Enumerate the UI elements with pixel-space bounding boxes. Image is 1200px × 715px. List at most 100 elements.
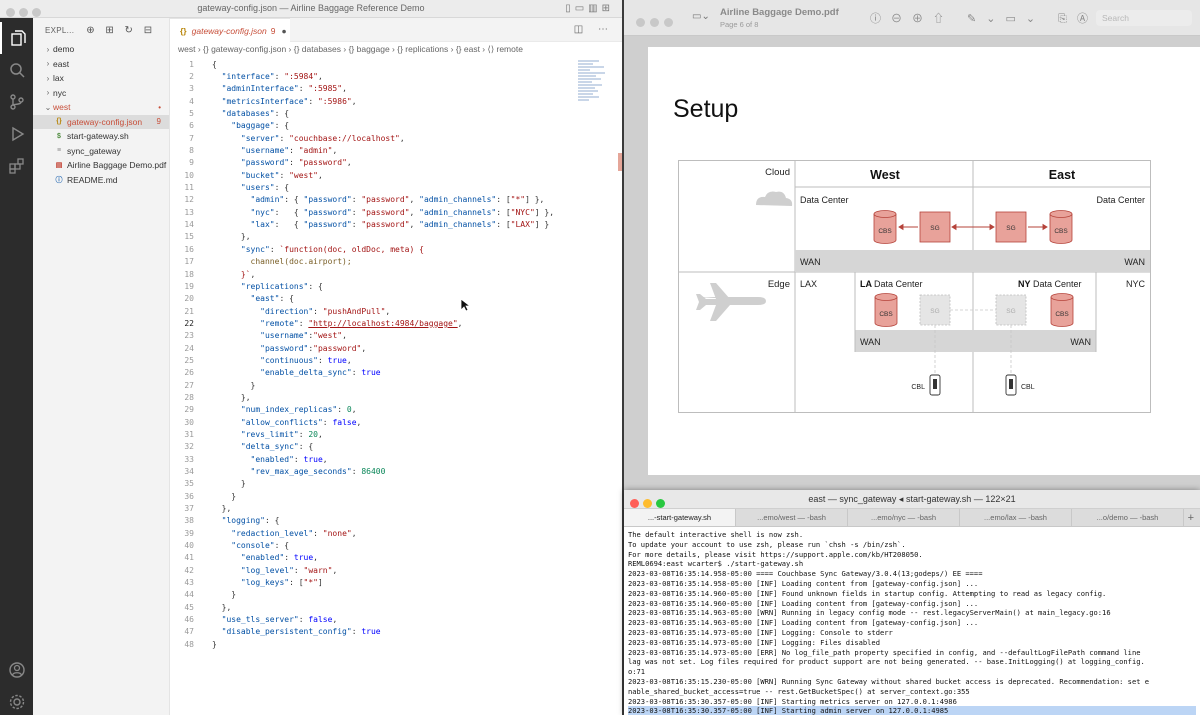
code-line[interactable]: 18 }`, (170, 268, 622, 280)
terminal-output[interactable]: The default interactive shell is now zsh… (624, 527, 1200, 715)
tree-item-demo[interactable]: ›demo (33, 42, 169, 57)
preview-window-controls[interactable] (636, 14, 678, 32)
tree-item-lax[interactable]: ›lax (33, 71, 169, 86)
code-line[interactable]: 48} (170, 638, 622, 650)
preview-tool-icons[interactable]: ⓘ⊖⊕⇧ ✎⌄▭⌄ ⎘Ⓐ (870, 13, 1098, 25)
code-line[interactable]: 12 "admin": { "password": "password", "a… (170, 194, 622, 206)
minimize-light[interactable] (650, 18, 659, 27)
terminal-tab[interactable]: ...emo/nyc — -bash (848, 509, 960, 526)
code-line[interactable]: 10 "bucket": "west", (170, 169, 622, 181)
extensions-icon[interactable] (0, 150, 33, 182)
line-number: 27 (184, 380, 194, 390)
sidebar-toggle-icon[interactable]: ▭⌄ (692, 11, 710, 22)
code-text: "interface": ":5984", (212, 72, 323, 81)
code-line[interactable]: 42 "log_level": "warn", (170, 564, 622, 576)
code-line[interactable]: 17 channel(doc.airport); (170, 256, 622, 268)
code-line[interactable]: 15 }, (170, 231, 622, 243)
source-control-icon[interactable] (0, 86, 33, 118)
layout-toggle-icons[interactable]: ▯▭▥⊞ (565, 3, 614, 14)
tree-item-start-gateway-sh[interactable]: $start-gateway.sh (33, 129, 169, 144)
scrollbar-error-marker[interactable] (618, 153, 622, 171)
editor-actions[interactable]: ◫ ⋯ (573, 24, 614, 35)
close-light[interactable] (6, 8, 15, 17)
terminal-tab[interactable]: ...-start-gateway.sh (624, 509, 736, 526)
tree-item-airline-baggage-demo-pdf[interactable]: ▤Airline Baggage Demo.pdf (33, 158, 169, 173)
zoom-light[interactable] (664, 18, 673, 27)
code-line[interactable]: 26 "enable_delta_sync": true (170, 367, 622, 379)
code-line[interactable]: 36 } (170, 490, 622, 502)
tree-item-east[interactable]: ›east (33, 57, 169, 72)
code-line[interactable]: 46 "use_tls_server": false, (170, 613, 622, 625)
account-icon[interactable] (0, 654, 33, 686)
code-line[interactable]: 5 "databases": { (170, 107, 622, 119)
close-light[interactable] (636, 18, 645, 27)
code-line[interactable]: 3 "adminInterface": ":5985", (170, 83, 622, 95)
code-line[interactable]: 40 "console": { (170, 539, 622, 551)
zoom-light[interactable] (32, 8, 41, 17)
code-line[interactable]: 45 }, (170, 601, 622, 613)
code-line[interactable]: 31 "revs_limit": 20, (170, 428, 622, 440)
explorer-toolbar[interactable]: ⊕ ⊞ ↻ ⊟ (86, 24, 157, 36)
tab-close-icon[interactable]: ● (281, 25, 287, 36)
code-line[interactable]: 24 "password":"password", (170, 342, 622, 354)
minimap[interactable] (578, 60, 608, 120)
code-line[interactable]: 16 "sync": `function(doc, oldDoc, meta) … (170, 243, 622, 255)
code-line[interactable]: 2 "interface": ":5984", (170, 70, 622, 82)
code-line[interactable]: 27 } (170, 379, 622, 391)
code-line[interactable]: 25 "continuous": true, (170, 354, 622, 366)
terminal-window-controls[interactable] (630, 495, 669, 513)
code-line[interactable]: 30 "allow_conflicts": false, (170, 416, 622, 428)
terminal-tab[interactable]: ...emo/lax — -bash (960, 509, 1072, 526)
code-line[interactable]: 35 } (170, 478, 622, 490)
tab-gateway-config[interactable]: {} gateway-config.json 9 ● (170, 18, 290, 42)
minimize-light[interactable] (19, 8, 28, 17)
terminal-tab[interactable]: ...o/demo — -bash (1072, 509, 1184, 526)
code-line[interactable]: 20 "east": { (170, 293, 622, 305)
tree-item-west[interactable]: ⌄west• (33, 100, 169, 115)
tree-item-sync-gateway[interactable]: ≡sync_gateway (33, 144, 169, 159)
code-editor[interactable]: 1{2 "interface": ":5984",3 "adminInterfa… (170, 58, 622, 651)
modified-indicator: 9 (156, 117, 161, 127)
code-line[interactable]: 38 "logging": { (170, 515, 622, 527)
code-line[interactable]: 37 }, (170, 502, 622, 514)
settings-gear-icon[interactable] (0, 686, 33, 715)
search-input[interactable]: Search (1096, 10, 1192, 26)
minimize-light[interactable] (643, 499, 652, 508)
zoom-light[interactable] (656, 499, 665, 508)
code-line[interactable]: 34 "rev_max_age_seconds": 86400 (170, 465, 622, 477)
window-controls[interactable] (6, 4, 45, 22)
code-token: "west" (289, 170, 318, 180)
code-line[interactable]: 39 "redaction_level": "none", (170, 527, 622, 539)
code-line[interactable]: 14 "lax": { "password": "password", "adm… (170, 218, 622, 230)
code-line[interactable]: 6 "baggage": { (170, 120, 622, 132)
tree-item-nyc[interactable]: ›nyc (33, 86, 169, 101)
code-line[interactable]: 47 "disable_persistent_config": true (170, 626, 622, 638)
search-icon[interactable] (0, 54, 33, 86)
explorer-icon[interactable] (0, 22, 33, 54)
code-line[interactable]: 4 "metricsInterface": ":5986", (170, 95, 622, 107)
code-line[interactable]: 7 "server": "couchbase://localhost", (170, 132, 622, 144)
code-line[interactable]: 44 } (170, 589, 622, 601)
code-line[interactable]: 28 }, (170, 391, 622, 403)
close-light[interactable] (630, 499, 639, 508)
code-line[interactable]: 9 "password": "password", (170, 157, 622, 169)
code-line[interactable]: 8 "username": "admin", (170, 144, 622, 156)
code-line[interactable]: 22 "remote": "http://localhost:4984/bagg… (170, 317, 622, 329)
new-tab-plus-icon[interactable]: + (1187, 511, 1194, 524)
code-line[interactable]: 21 "direction": "pushAndPull", (170, 305, 622, 317)
code-line[interactable]: 29 "num_index_replicas": 0, (170, 404, 622, 416)
code-line[interactable]: 23 "username":"west", (170, 330, 622, 342)
code-line[interactable]: 43 "log_keys": ["*"] (170, 576, 622, 588)
code-line[interactable]: 13 "nyc": { "password": "password", "adm… (170, 206, 622, 218)
code-line[interactable]: 32 "delta_sync": { (170, 441, 622, 453)
code-line[interactable]: 19 "replications": { (170, 280, 622, 292)
code-line[interactable]: 11 "users": { (170, 181, 622, 193)
code-line[interactable]: 33 "enabled": true, (170, 453, 622, 465)
run-debug-icon[interactable] (0, 118, 33, 150)
code-line[interactable]: 41 "enabled": true, (170, 552, 622, 564)
code-line[interactable]: 1{ (170, 58, 622, 70)
terminal-tab[interactable]: ...emo/west — -bash (736, 509, 848, 526)
breadcrumb[interactable]: west › {} gateway-config.json › {} datab… (178, 43, 523, 54)
